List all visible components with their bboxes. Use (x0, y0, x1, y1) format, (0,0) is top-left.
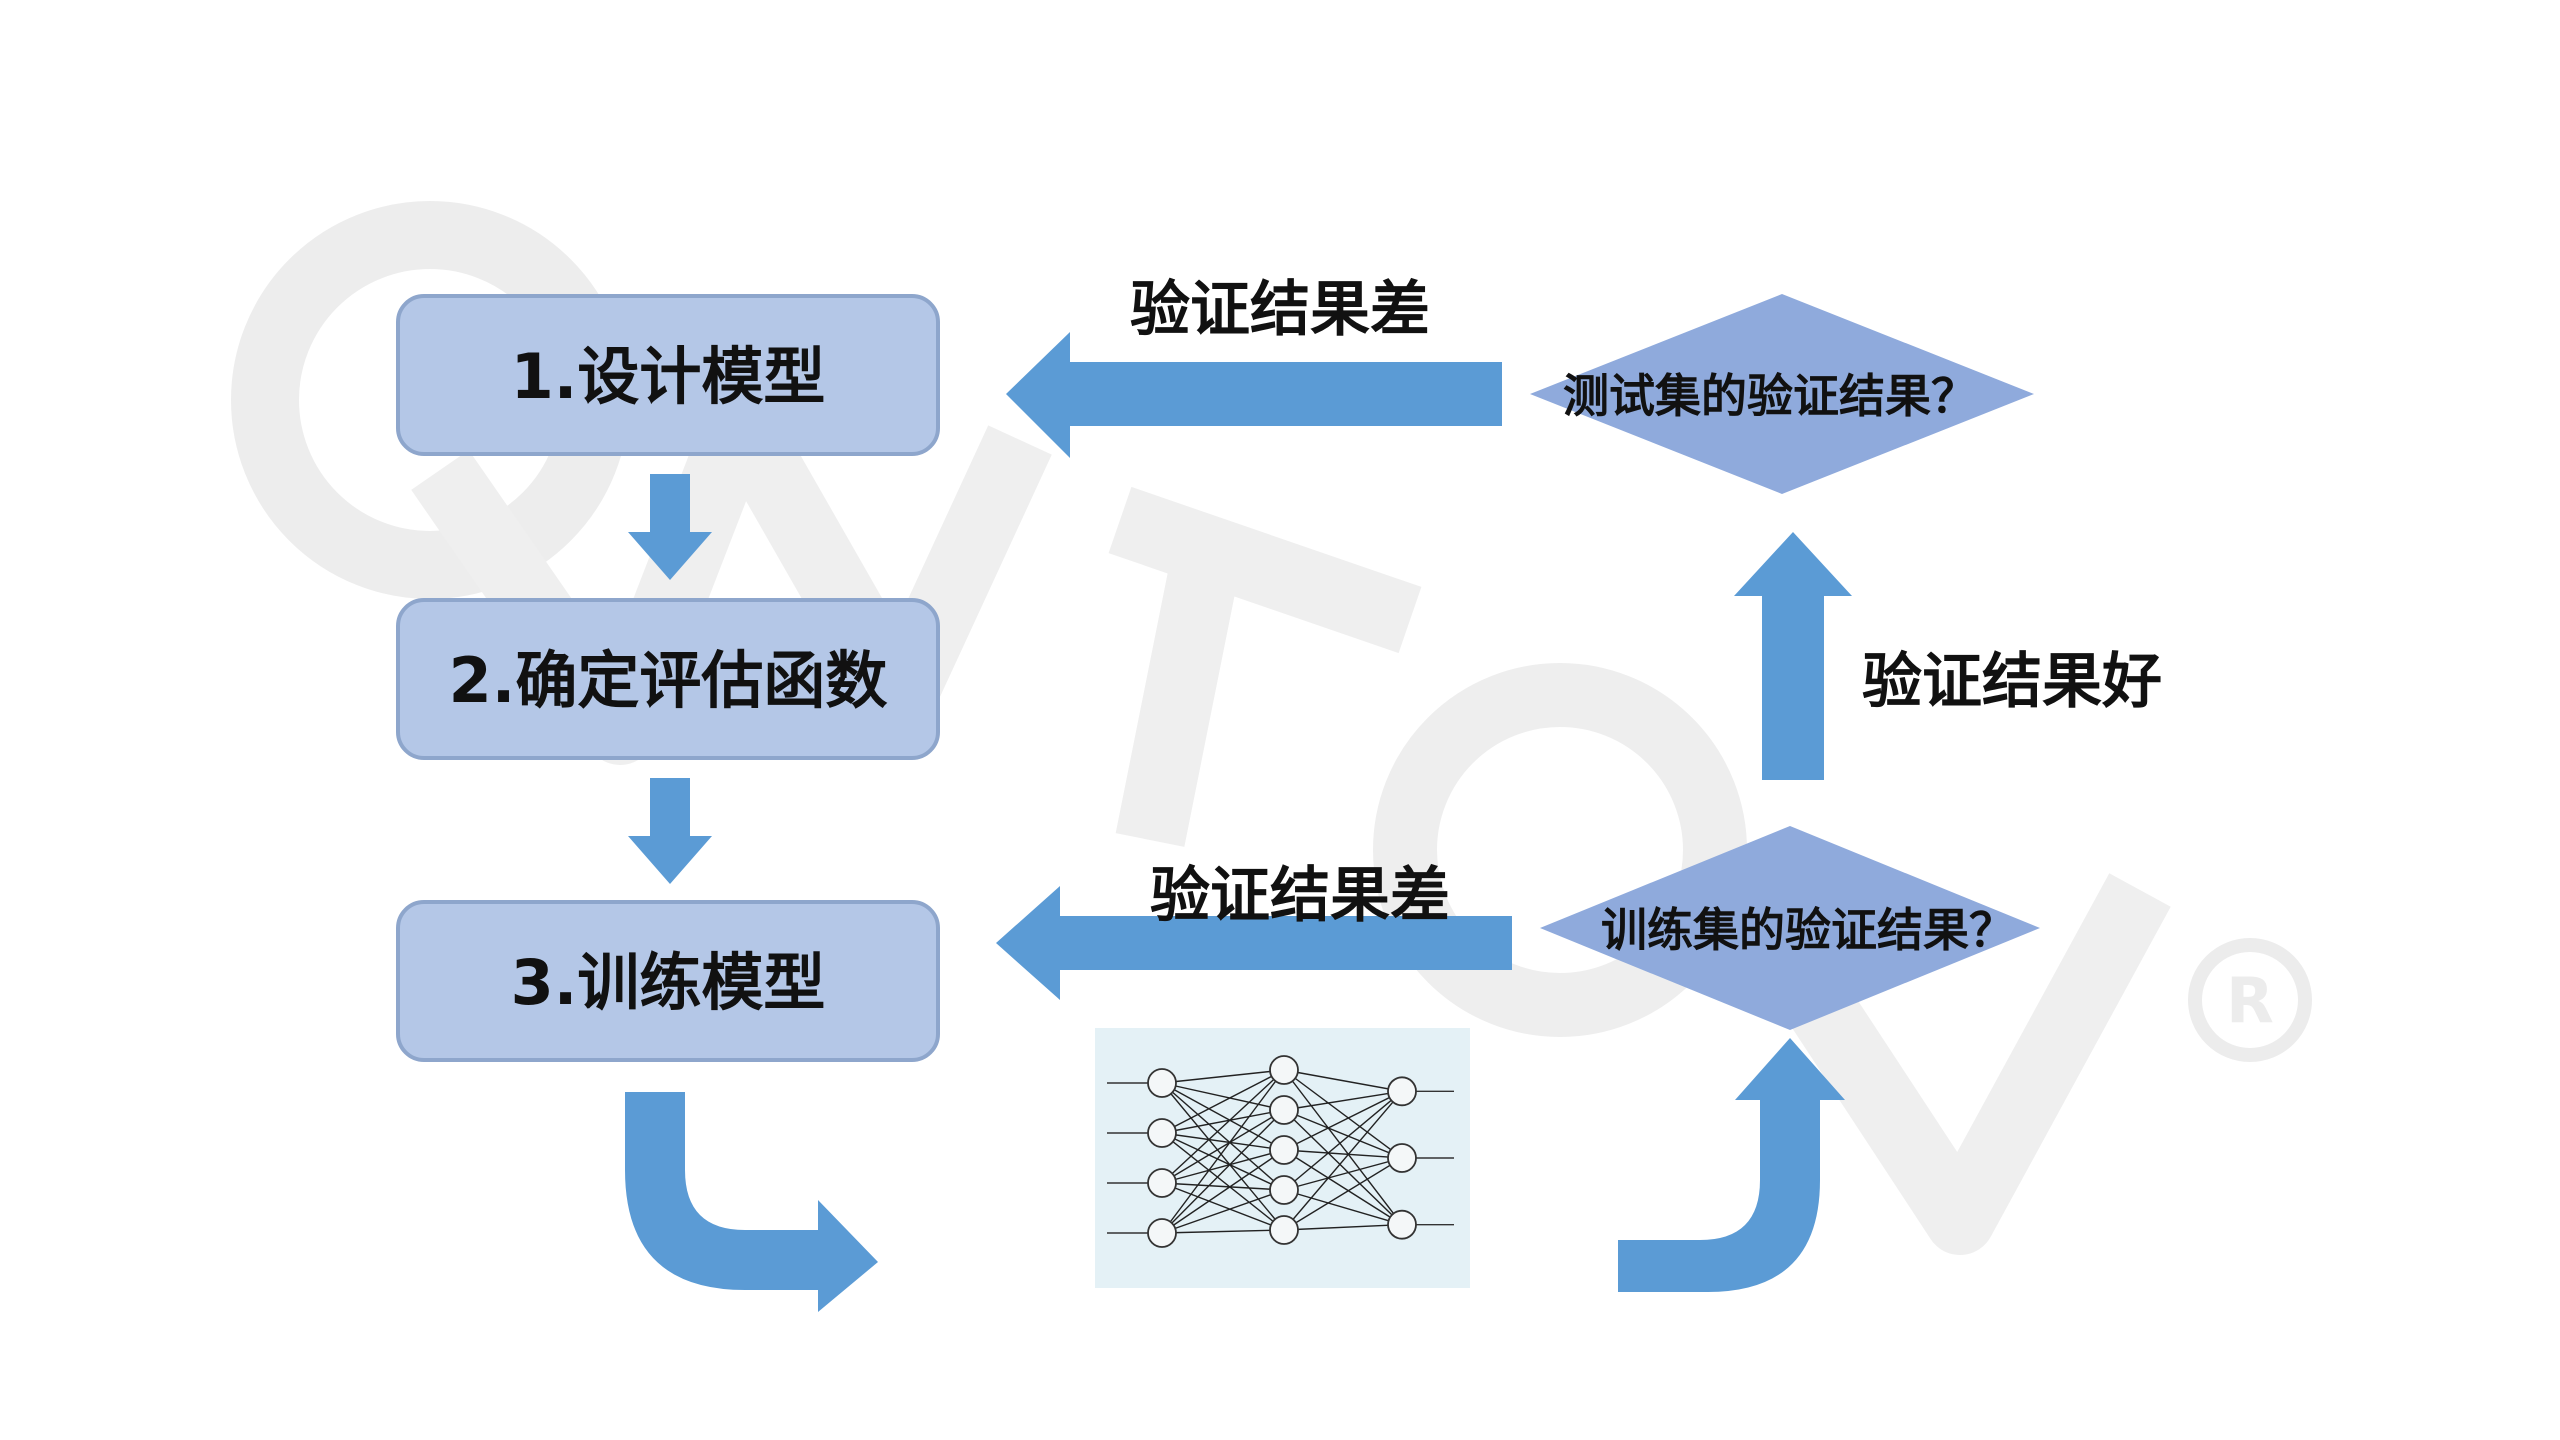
network-connection (1283, 1090, 1403, 1191)
label-result-bad-bottom: 验证结果差 (1150, 861, 1450, 931)
network-connection (1283, 1223, 1403, 1231)
network-connection (1161, 1182, 1285, 1231)
network-connection (1161, 1229, 1285, 1234)
network-connection (1161, 1109, 1285, 1234)
network-connection (1161, 1082, 1285, 1231)
network-connection (1283, 1109, 1403, 1226)
network-connection (1161, 1082, 1285, 1151)
network-node (1147, 1068, 1177, 1098)
network-connection (1161, 1082, 1285, 1111)
network-node (1147, 1168, 1177, 1198)
network-connection (1161, 1132, 1285, 1191)
network-connection (1283, 1109, 1403, 1159)
network-connection (1283, 1090, 1403, 1151)
network-node (1269, 1215, 1299, 1245)
arrow-down-1-to-2 (628, 474, 712, 580)
arrow-curve-to-train-diamond (1618, 1038, 1845, 1292)
arrow-left-test-to-design (1006, 332, 1502, 458)
network-connection (1283, 1090, 1403, 1111)
network-connection (1161, 1109, 1285, 1134)
network-connection (1283, 1189, 1403, 1226)
decision-label-train: 训练集的验证结果？ (1601, 903, 2015, 957)
network-connection (1161, 1132, 1285, 1151)
arrow-curve-to-network (625, 1092, 878, 1312)
step-label-design-model: 1.设计模型 (511, 340, 826, 413)
network-node (1147, 1118, 1177, 1148)
step-box-evaluation-function: 2.确定评估函数 (396, 598, 940, 760)
decision-diamond-train: 训练集的验证结果？ (1540, 826, 2040, 1030)
network-connection (1161, 1149, 1285, 1184)
step-box-train-model: 3.训练模型 (396, 900, 940, 1062)
step-label-train-model: 3.训练模型 (511, 946, 826, 1019)
arrow-down-2-to-3 (628, 778, 712, 884)
step-box-design-model: 1.设计模型 (396, 294, 940, 456)
network-node (1269, 1135, 1299, 1165)
network-node (1147, 1218, 1177, 1248)
network-connection (1161, 1182, 1285, 1191)
network-connection (1283, 1069, 1403, 1226)
arrow-up-train-to-test (1734, 532, 1852, 780)
network-connection (1161, 1069, 1285, 1234)
network-connection (1161, 1069, 1285, 1184)
arrow-left-train-to-train-model (996, 886, 1512, 1000)
network-connection (1283, 1069, 1403, 1093)
network-connection (1283, 1157, 1403, 1231)
decision-diamond-test: 测试集的验证结果？ (1530, 294, 2034, 494)
network-connection (1283, 1149, 1403, 1159)
network-node (1269, 1175, 1299, 1205)
network-connection (1161, 1149, 1285, 1234)
network-node (1387, 1076, 1417, 1107)
network-connection (1161, 1069, 1285, 1084)
network-node (1387, 1143, 1417, 1173)
network-node (1269, 1095, 1299, 1125)
network-node (1269, 1055, 1299, 1085)
network-connection (1161, 1082, 1285, 1191)
step-label-evaluation-function: 2.确定评估函数 (449, 644, 888, 717)
network-connection (1161, 1109, 1285, 1184)
decision-label-test: 测试集的验证结果？ (1563, 369, 1977, 423)
network-connection (1161, 1189, 1285, 1234)
neural-network-image (1095, 1028, 1470, 1288)
network-connection (1283, 1157, 1403, 1191)
network-connection (1283, 1090, 1403, 1231)
network-connection (1283, 1069, 1403, 1159)
label-result-bad-top: 验证结果差 (1130, 275, 1430, 345)
network-connection (1161, 1069, 1285, 1134)
label-result-good: 验证结果好 (1862, 647, 2162, 717)
network-connection (1161, 1132, 1285, 1231)
network-node (1387, 1209, 1417, 1240)
network-connection (1283, 1149, 1403, 1226)
svg-text:R: R (2226, 964, 2274, 1037)
